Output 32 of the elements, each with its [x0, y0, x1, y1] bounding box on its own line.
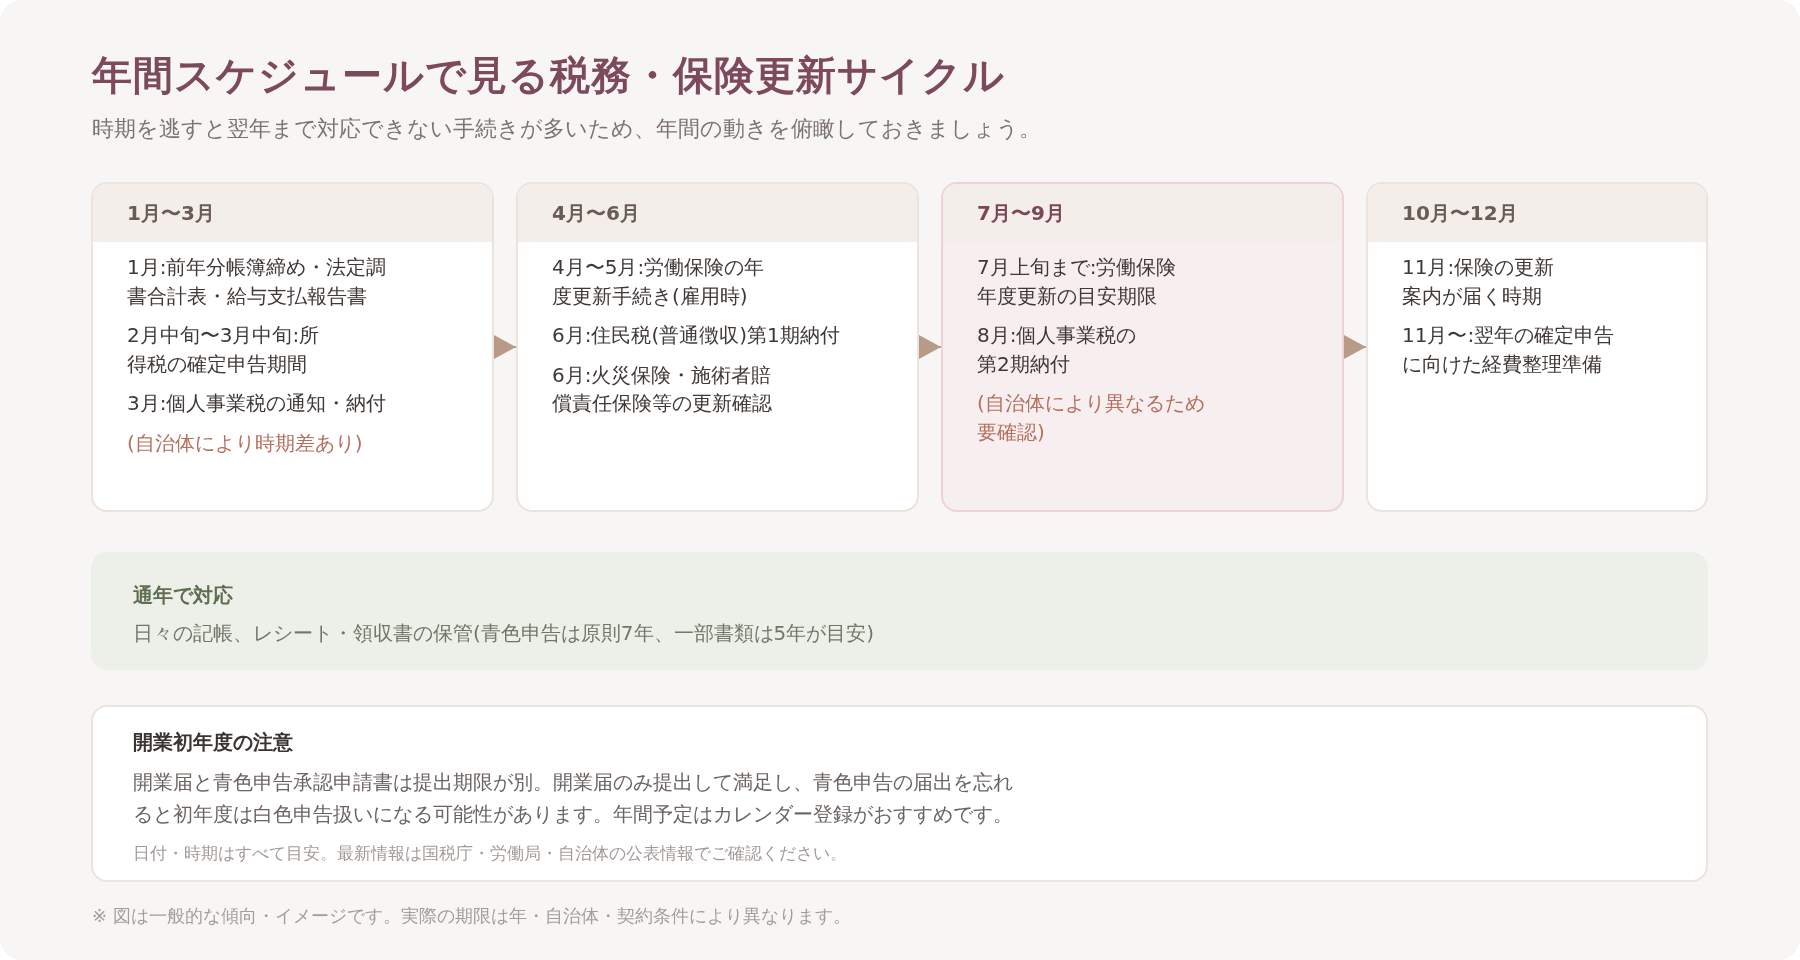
- arrow: [1343, 335, 1367, 359]
- period-card: [941, 182, 1344, 512]
- note-text: (自治体により異なるため要確認): [977, 390, 1206, 446]
- title: 年間スケジュールで見る税務・保険更新サイクル: [92, 50, 1005, 100]
- period-card: [516, 182, 919, 512]
- notice-panel: [91, 705, 1708, 882]
- schedule-item: 7月上旬まで:労働保険年度更新の目安期限: [977, 254, 1178, 310]
- schedule-item: 3月:個人事業税の通知・納付: [127, 390, 388, 418]
- schedule-item: 6月:住民税(普通徴収)第1期納付: [552, 322, 841, 350]
- period-header: 7月〜9月: [943, 184, 1342, 242]
- panel-text: 開業届と青色申告承認申請書は提出期限が別。開業届のみ提出して満足し、青色申告の届出を忘れると初年度は白色申告扱いになる可能性があります。年間予定はカレンダー登録がおすすめです。: [133, 769, 1014, 828]
- period-card: [91, 182, 494, 512]
- period-header: 4月〜6月: [518, 184, 917, 242]
- schedule-item: 11月:保険の更新案内が届く時期: [1402, 254, 1556, 310]
- schedule-item: 4月〜5月:労働保険の年度更新手続き(雇用時): [552, 254, 766, 310]
- schedule-item: 11月〜:翌年の確定申告に向けた経費整理準備: [1402, 322, 1616, 378]
- arrow: [493, 335, 517, 359]
- arrow: [918, 335, 942, 359]
- schedule-item: 1月:前年分帳簿締め・法定調書合計表・給与支払報告書: [127, 254, 388, 310]
- schedule-item: 6月:火災保険・施術者賠償責任保険等の更新確認: [552, 361, 773, 418]
- period-header: 10月〜12月: [1368, 184, 1706, 242]
- period-card: [1366, 182, 1708, 512]
- disclaimer-text: 日付・時期はすべて目安。最新情報は国税庁・労働局・自治体の公表情報でご確認ください。: [133, 842, 848, 865]
- period-header: 1月〜3月: [93, 184, 492, 242]
- note-text: (自治体により時期差あり): [127, 429, 364, 457]
- panel-heading: 開業初年度の注意: [133, 729, 294, 756]
- schedule-item: 8月:個人事業税の第2期納付: [977, 322, 1138, 378]
- footnote: ※ 図は一般的な傾向・イメージです。実際の期限は年・自治体・契約条件により異なります。: [92, 904, 851, 928]
- panel-text: 日々の記帳、レシート・領収書の保管(青色申告は原則7年、一部書類は5年が目安): [133, 620, 876, 647]
- panel-heading: 通年で対応: [133, 582, 234, 609]
- subtitle: 時期を逃すと翌年まで対応できない手続きが多いため、年間の動きを俯瞰しておきましょう。: [92, 115, 1041, 143]
- schedule-item: 2月中旬〜3月中旬:所得税の確定申告期間: [127, 322, 321, 378]
